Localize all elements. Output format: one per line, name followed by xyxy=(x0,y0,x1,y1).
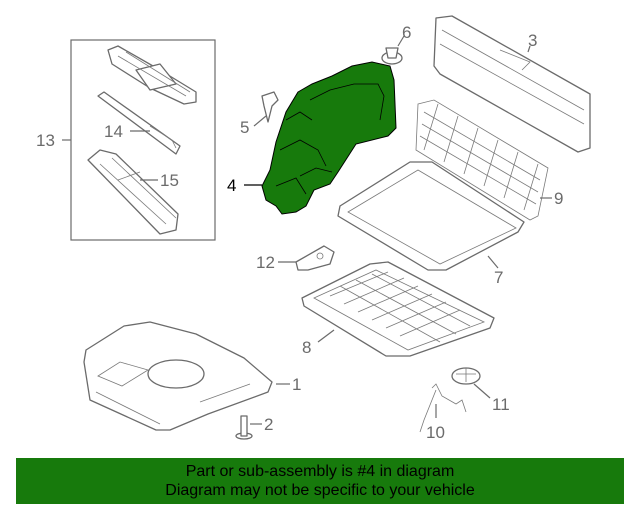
trim-panel-part-4[interactable] xyxy=(261,61,397,215)
leader-11 xyxy=(473,383,491,399)
tool-kit-inset: 13 14 15 xyxy=(36,39,216,241)
callout-5[interactable]: 5 xyxy=(240,118,249,137)
bolt-part-2[interactable] xyxy=(235,415,253,440)
callout-4[interactable]: 4 xyxy=(227,176,236,195)
banner-line-2: Diagram may not be specific to your vehi… xyxy=(165,482,475,499)
clip-part-5[interactable] xyxy=(261,91,279,123)
callout-15[interactable]: 15 xyxy=(160,171,179,190)
banner-line-1: Part or sub-assembly is #4 in diagram xyxy=(185,463,455,480)
callout-3[interactable]: 3 xyxy=(528,31,537,50)
parts-diagram: 13 14 15 4 5 xyxy=(36,15,591,442)
callout-11[interactable]: 11 xyxy=(492,395,510,414)
cargo-tray-part-8[interactable] xyxy=(301,261,495,357)
callout-2[interactable]: 2 xyxy=(264,415,273,434)
hook-part-10[interactable] xyxy=(419,383,467,433)
callout-12[interactable]: 12 xyxy=(256,253,275,272)
hold-down-knob-part-11[interactable] xyxy=(451,367,481,385)
wrench-part[interactable] xyxy=(97,91,181,155)
jack-part[interactable] xyxy=(107,45,197,105)
callout-7[interactable]: 7 xyxy=(494,268,503,287)
leader-7 xyxy=(487,255,499,269)
cargo-cover-part-3[interactable] xyxy=(433,15,591,153)
leader-8 xyxy=(317,329,335,343)
callout-10[interactable]: 10 xyxy=(426,423,445,442)
info-banner: Part or sub-assembly is #4 in diagram Di… xyxy=(16,458,624,504)
callout-13[interactable]: 13 xyxy=(36,131,55,150)
spare-well-part-1[interactable] xyxy=(83,321,273,431)
leader-5 xyxy=(253,115,267,127)
callout-6[interactable]: 6 xyxy=(402,23,411,42)
push-pin-part-6[interactable] xyxy=(381,47,403,65)
callout-8[interactable]: 8 xyxy=(302,338,311,357)
callout-1[interactable]: 1 xyxy=(292,375,301,394)
trim-panel-highlight xyxy=(261,61,397,215)
bracket-part-12[interactable] xyxy=(295,245,335,271)
tool-tray-part[interactable] xyxy=(87,149,179,235)
callout-14[interactable]: 14 xyxy=(104,122,123,141)
callout-9[interactable]: 9 xyxy=(554,189,563,208)
leader-3 xyxy=(527,45,531,53)
floor-board-part-7[interactable] xyxy=(337,161,525,271)
leader-6 xyxy=(397,35,405,47)
cargo-net-part-9[interactable] xyxy=(415,99,549,221)
